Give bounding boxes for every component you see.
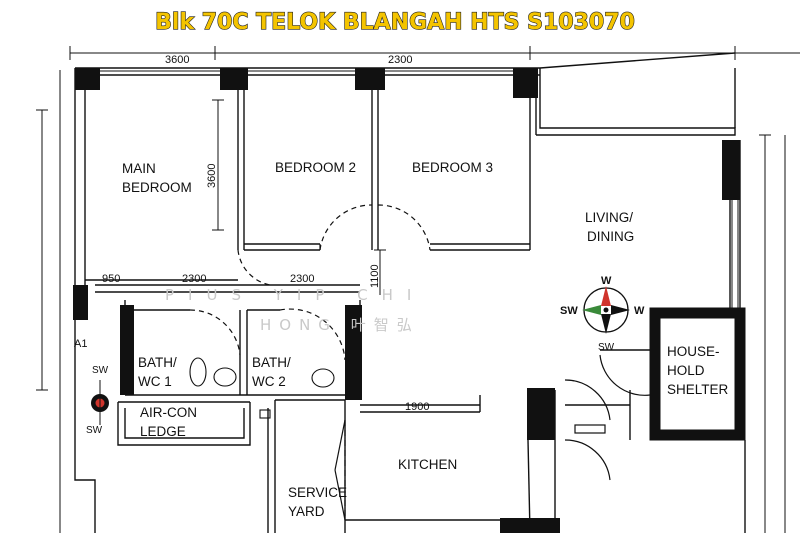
dim-1100: 1100 bbox=[369, 264, 381, 288]
room-bedroom-3: BEDROOM 3 bbox=[412, 160, 493, 175]
svg-text:HOLD: HOLD bbox=[667, 363, 705, 378]
dim-side-vertical: 3600 bbox=[206, 164, 218, 188]
compass-right-label: W bbox=[634, 305, 645, 317]
svg-text:AIR-CON: AIR-CON bbox=[140, 405, 197, 420]
svg-text:WC 1: WC 1 bbox=[138, 374, 172, 389]
dim-2300-b: 2300 bbox=[290, 273, 314, 285]
dim-top-right: 2300 bbox=[388, 54, 412, 66]
svg-text:YARD: YARD bbox=[288, 504, 325, 519]
svg-text:SERVICE: SERVICE bbox=[288, 485, 347, 500]
room-bedroom-2: BEDROOM 2 bbox=[275, 160, 356, 175]
room-kitchen: KITCHEN bbox=[398, 457, 457, 472]
dim-kitchen-1900: 1900 bbox=[405, 401, 429, 413]
svg-text:BATH/: BATH/ bbox=[138, 355, 177, 370]
wall-blocks bbox=[73, 68, 746, 533]
svg-text:WC 2: WC 2 bbox=[252, 374, 286, 389]
room-main-bedroom: MAIN BEDROOM bbox=[122, 161, 192, 195]
left-dimension-lines bbox=[36, 70, 386, 533]
dim-top-left: 3600 bbox=[165, 54, 189, 66]
room-living-dining: LIVING/ DINING bbox=[585, 210, 634, 244]
svg-text:MAIN: MAIN bbox=[122, 161, 156, 176]
room-bath-wc2: BATH/ WC 2 bbox=[252, 355, 291, 389]
compass-bottom-label: SW bbox=[598, 342, 615, 353]
marker-a1: A1 bbox=[74, 338, 87, 350]
svg-text:BATH/: BATH/ bbox=[252, 355, 291, 370]
doors bbox=[189, 204, 651, 521]
room-aircon-ledge: AIR-CON LEDGE bbox=[140, 405, 197, 439]
room-household-shelter: HOUSE- HOLD SHELTER bbox=[667, 344, 729, 397]
svg-text:BEDROOM: BEDROOM bbox=[122, 180, 192, 195]
right-dimension-lines bbox=[759, 134, 786, 533]
room-bath-wc1: BATH/ WC 1 bbox=[138, 355, 177, 389]
room-service-yard: SERVICE YARD bbox=[288, 485, 347, 519]
compass-icon bbox=[582, 286, 630, 334]
entrance-marker-top-label: SW bbox=[92, 365, 109, 376]
compass-top-label: W bbox=[601, 275, 612, 287]
compass-left-label: SW bbox=[560, 305, 578, 317]
entrance-marker-bottom-label: SW bbox=[86, 425, 103, 436]
plan-title: Blk 70C TELOK BLANGAH HTS S103070 bbox=[155, 10, 635, 35]
watermark-line2: HONG 叶智弘 bbox=[260, 316, 420, 334]
windows bbox=[100, 70, 739, 313]
svg-text:LEDGE: LEDGE bbox=[140, 424, 186, 439]
dim-2300-a: 2300 bbox=[182, 273, 206, 285]
svg-text:LIVING/: LIVING/ bbox=[585, 210, 633, 225]
svg-text:DINING: DINING bbox=[587, 229, 634, 244]
fixtures bbox=[189, 357, 335, 419]
entrance-marker-icon bbox=[91, 380, 109, 425]
svg-text:SHELTER: SHELTER bbox=[667, 382, 729, 397]
svg-text:HOUSE-: HOUSE- bbox=[667, 344, 720, 359]
dim-950: 950 bbox=[102, 273, 120, 285]
watermark-line1: PIUS YIP CHI bbox=[165, 286, 425, 304]
